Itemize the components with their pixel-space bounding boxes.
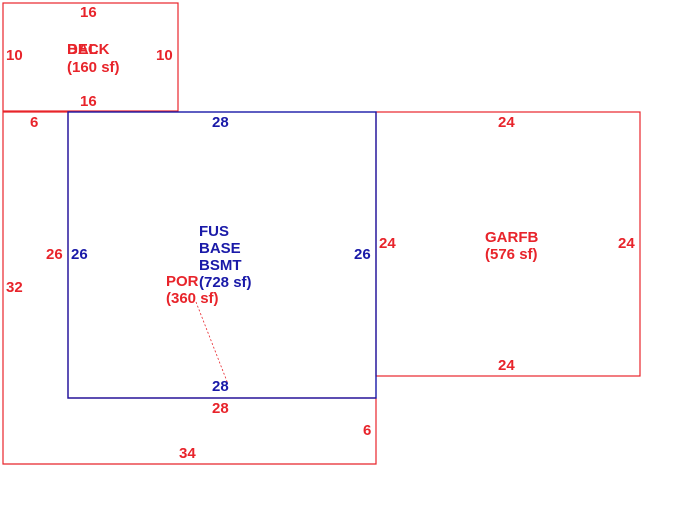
main-code-3: BSMT bbox=[199, 257, 242, 274]
deck-bottom-dim: 16 bbox=[80, 93, 97, 110]
deck-outline bbox=[2, 2, 179, 112]
main-bottom-dim: 28 bbox=[212, 378, 229, 395]
main-area: (728 sf) bbox=[199, 274, 252, 291]
porch-leader-line bbox=[195, 301, 229, 385]
deck-top-dim: 16 bbox=[80, 4, 97, 21]
porch-left-inner-dim: 26 bbox=[46, 246, 63, 263]
deck-left-dim: 10 bbox=[6, 47, 23, 64]
garage-code: GARFB bbox=[485, 229, 538, 246]
deck-code-1: DECK bbox=[67, 41, 110, 58]
porch-bottom-dim: 34 bbox=[179, 445, 196, 462]
deck-right-dim: 10 bbox=[156, 47, 173, 64]
porch-area: (360 sf) bbox=[166, 290, 219, 307]
main-right-dim: 26 bbox=[354, 246, 371, 263]
deck-code-2: BAL bbox=[67, 41, 98, 58]
garage-left-dim: 24 bbox=[379, 235, 396, 252]
porch-bottom-inner-dim: 28 bbox=[212, 400, 229, 417]
porch-left-outer-dim: 32 bbox=[6, 279, 23, 296]
main-left-dim: 26 bbox=[71, 246, 88, 263]
main-top-dim: 28 bbox=[212, 114, 229, 131]
garage-area: (576 sf) bbox=[485, 246, 538, 263]
main-code-1: FUS bbox=[199, 223, 229, 240]
garage-bottom-dim: 24 bbox=[498, 357, 515, 374]
garage-top-dim: 24 bbox=[498, 114, 515, 131]
porch-right-lower-dim: 6 bbox=[363, 422, 371, 439]
deck-area: (160 sf) bbox=[67, 59, 120, 76]
main-outline bbox=[67, 111, 377, 399]
main-code-2: BASE bbox=[199, 240, 241, 257]
garage-right-dim: 24 bbox=[618, 235, 635, 252]
porch-top-left-dim: 6 bbox=[30, 114, 38, 131]
porch-code: POR bbox=[166, 273, 199, 290]
